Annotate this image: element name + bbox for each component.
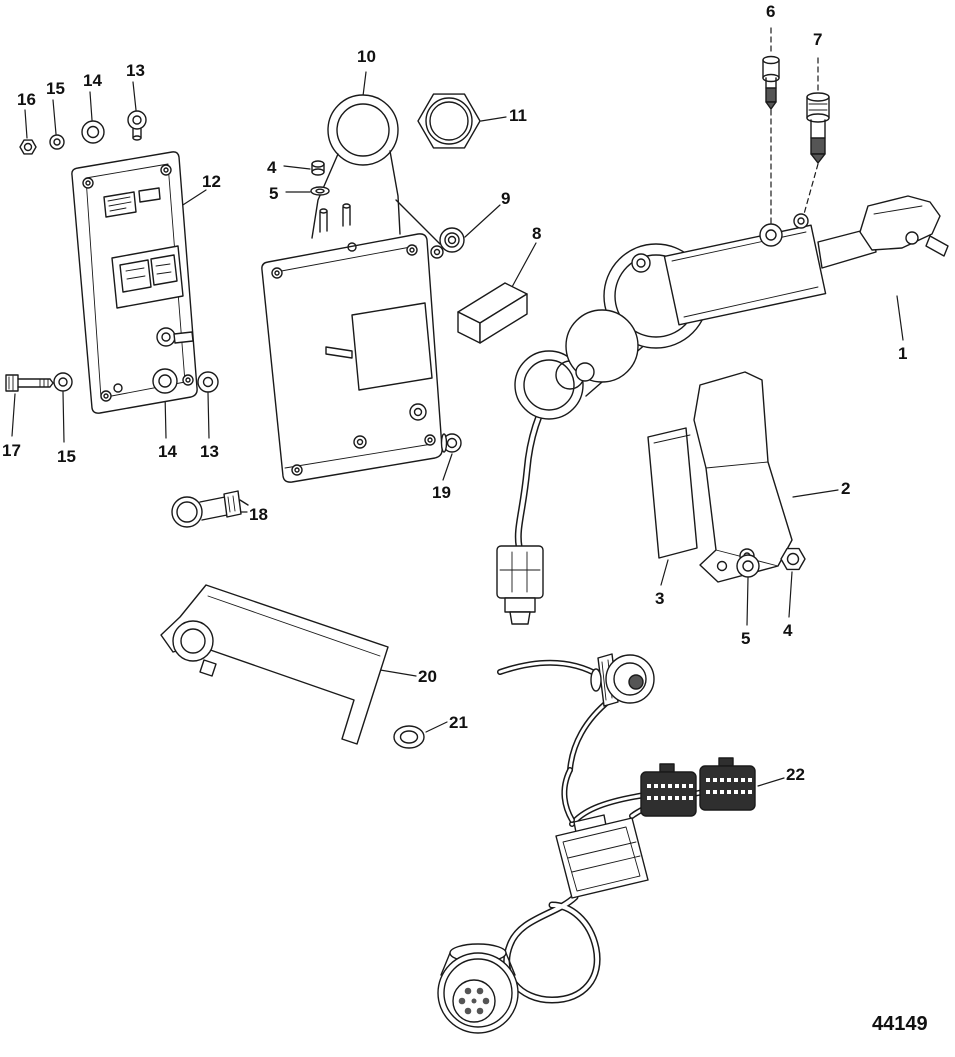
part-ecm-plate-12 <box>71 151 198 414</box>
hardware-top-left <box>19 110 147 155</box>
wedge-plate-8 <box>457 282 528 344</box>
callout-5-upper: 5 <box>269 184 279 203</box>
callout-6: 6 <box>766 2 776 21</box>
bolt-17 <box>5 374 19 392</box>
callout-1: 1 <box>898 344 908 363</box>
callout-12: 12 <box>202 172 221 191</box>
callout-14-lower: 14 <box>158 442 177 461</box>
callout-10: 10 <box>357 47 376 66</box>
nut-4-right <box>780 547 806 571</box>
part-pad-3 <box>647 427 698 559</box>
part-actuator-assembly-1 <box>514 195 949 420</box>
callout-4-upper: 4 <box>267 158 277 177</box>
callout-13-lower: 13 <box>200 442 219 461</box>
part-mounting-plate <box>261 93 481 483</box>
callout-15-top: 15 <box>46 79 65 98</box>
part-bracket-20 <box>160 584 389 745</box>
callout-16: 16 <box>17 90 36 109</box>
callout-14-top: 14 <box>83 71 102 90</box>
callout-4-right: 4 <box>783 621 793 640</box>
callout-13-top: 13 <box>126 61 145 80</box>
callout-15-lower: 15 <box>57 447 76 466</box>
bushing-19 <box>440 433 462 453</box>
part-bracket-2 <box>693 371 793 583</box>
sensor-6 <box>762 55 780 110</box>
callout-2: 2 <box>841 479 851 498</box>
fitting-7 <box>806 92 830 164</box>
hose-connector <box>496 545 544 625</box>
figure-number: 44149 <box>872 1013 928 1035</box>
leader-lines <box>11 27 904 787</box>
callout-21: 21 <box>449 713 468 732</box>
callout-19: 19 <box>432 483 451 502</box>
washer-21 <box>393 725 425 749</box>
callout-17: 17 <box>2 441 21 460</box>
callout-7: 7 <box>813 30 823 49</box>
callout-20: 20 <box>418 667 437 686</box>
callout-9: 9 <box>501 189 511 208</box>
callout-18: 18 <box>249 505 268 524</box>
washer-5-right <box>736 554 760 578</box>
callout-3: 3 <box>655 589 665 608</box>
callout-22: 22 <box>786 765 805 784</box>
cables <box>478 328 706 1004</box>
hardware-lower-left <box>5 368 219 394</box>
callout-5-right: 5 <box>741 629 751 648</box>
callout-11: 11 <box>509 106 527 125</box>
nut-4-upper <box>311 160 325 168</box>
callout-8: 8 <box>532 224 542 243</box>
cable-clamp-18 <box>171 490 249 528</box>
grommet-9 <box>439 227 465 253</box>
part-harness-22 <box>437 653 756 1034</box>
